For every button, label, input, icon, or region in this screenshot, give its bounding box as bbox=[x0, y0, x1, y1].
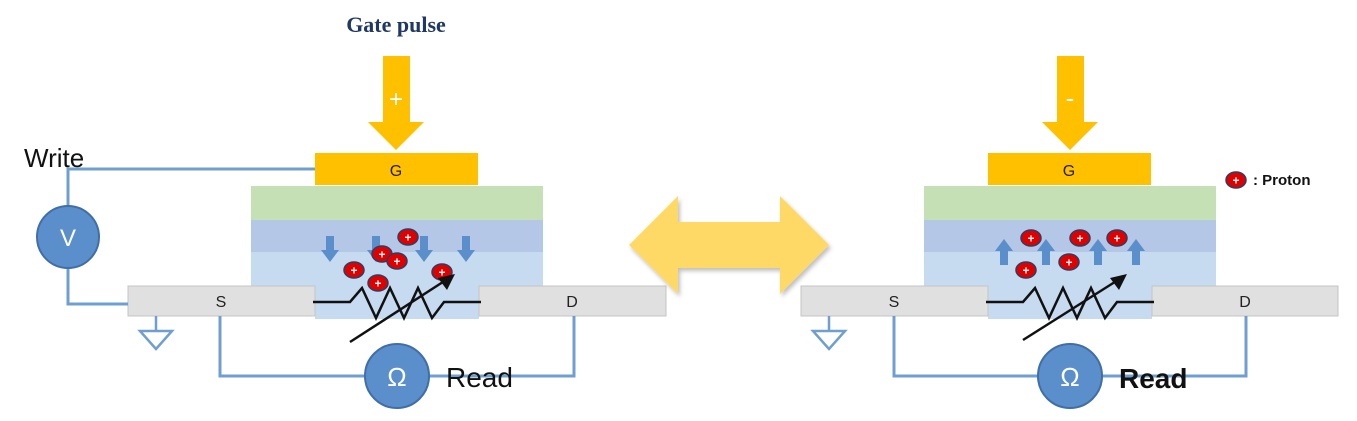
down-arrow-icon bbox=[415, 236, 433, 262]
proton-sign: + bbox=[350, 264, 357, 278]
right-ohmmeter-label: Ω bbox=[1060, 362, 1079, 392]
proton-icon: + bbox=[1106, 229, 1128, 247]
left-gate-pulse-arrow bbox=[368, 56, 424, 150]
left-protons: + + + + + + bbox=[343, 228, 453, 292]
right-drain-electrode bbox=[1151, 285, 1339, 317]
left-gate-electrode bbox=[315, 153, 478, 185]
left-electrolyte-mid-layer bbox=[251, 220, 543, 252]
right-gate-electrode bbox=[988, 153, 1151, 185]
proton-icon: + bbox=[1058, 253, 1080, 271]
proton-sign: + bbox=[1076, 232, 1083, 246]
left-gate-label: G bbox=[390, 163, 402, 180]
left-variable-resistor-icon bbox=[313, 274, 481, 344]
proton-sign: + bbox=[374, 277, 381, 291]
left-ohmmeter-label: Ω bbox=[387, 362, 406, 392]
proton-icon: + bbox=[343, 261, 365, 279]
proton-sign: + bbox=[404, 231, 411, 245]
left-read-label: Read bbox=[446, 362, 513, 393]
left-electrolyte-top-layer bbox=[251, 186, 543, 220]
left-ohmmeter-icon bbox=[364, 343, 430, 409]
left-ground-icon bbox=[137, 316, 175, 351]
proton-icon: + bbox=[397, 228, 419, 246]
left-device: + G S D + + + + + + bbox=[24, 56, 667, 409]
up-arrow-icon bbox=[995, 239, 1013, 265]
right-proton-up-arrows bbox=[995, 239, 1145, 265]
proton-sign: + bbox=[393, 255, 400, 269]
diagram-title: Gate pulse bbox=[346, 12, 446, 37]
up-arrow-icon bbox=[1089, 239, 1107, 265]
left-drain-label: D bbox=[566, 294, 578, 311]
proton-legend: + : Proton bbox=[1225, 171, 1311, 189]
proton-icon: + bbox=[367, 274, 389, 292]
right-ground-icon bbox=[810, 316, 848, 351]
left-source-label: S bbox=[216, 294, 227, 311]
legend-proton-icon: + bbox=[1225, 171, 1247, 189]
right-read-wire-left bbox=[892, 316, 1038, 378]
right-source-label: S bbox=[889, 294, 900, 311]
left-read-wire-left bbox=[218, 316, 365, 378]
up-arrow-icon bbox=[1037, 239, 1055, 265]
proton-sign: + bbox=[1232, 174, 1239, 188]
right-gate-label: G bbox=[1063, 163, 1075, 180]
voltmeter-icon bbox=[36, 205, 100, 269]
double-arrow-icon bbox=[629, 196, 829, 294]
proton-sign: + bbox=[1113, 232, 1120, 246]
right-electrolyte-top-layer bbox=[924, 186, 1216, 220]
right-read-wire-right bbox=[1102, 316, 1248, 378]
proton-sign: + bbox=[378, 248, 385, 262]
left-pulse-sign: + bbox=[389, 86, 403, 113]
right-gate-pulse-arrow bbox=[1042, 56, 1098, 150]
proton-sign: + bbox=[438, 266, 445, 280]
right-source-electrode bbox=[800, 285, 989, 317]
up-arrow-icon bbox=[1127, 239, 1145, 265]
proton-sign: + bbox=[1022, 264, 1029, 278]
down-arrow-icon bbox=[321, 236, 339, 262]
proton-icon: + bbox=[1069, 229, 1091, 247]
right-variable-resistor-icon bbox=[986, 274, 1154, 342]
right-device: - G S D + + + + + bbox=[800, 56, 1339, 409]
right-protons: + + + + + bbox=[1015, 229, 1128, 279]
left-read-wire-right bbox=[429, 316, 576, 378]
write-wire-bottom bbox=[66, 264, 128, 306]
right-ohmmeter-icon bbox=[1037, 343, 1103, 409]
proton-icon: + bbox=[1015, 261, 1037, 279]
voltmeter-label: V bbox=[60, 225, 76, 252]
right-pulse-sign: - bbox=[1066, 83, 1075, 113]
proton-icon: + bbox=[1020, 229, 1042, 247]
right-read-label: Read bbox=[1119, 363, 1187, 394]
right-drain-label: D bbox=[1239, 294, 1251, 311]
proton-sign: + bbox=[1027, 232, 1034, 246]
proton-sign: + bbox=[1065, 256, 1072, 270]
write-wire-top bbox=[66, 167, 315, 210]
down-arrow-icon bbox=[457, 236, 475, 262]
legend-label: : Proton bbox=[1253, 172, 1311, 189]
proton-icon: + bbox=[386, 252, 408, 270]
left-drain-electrode bbox=[478, 285, 667, 317]
